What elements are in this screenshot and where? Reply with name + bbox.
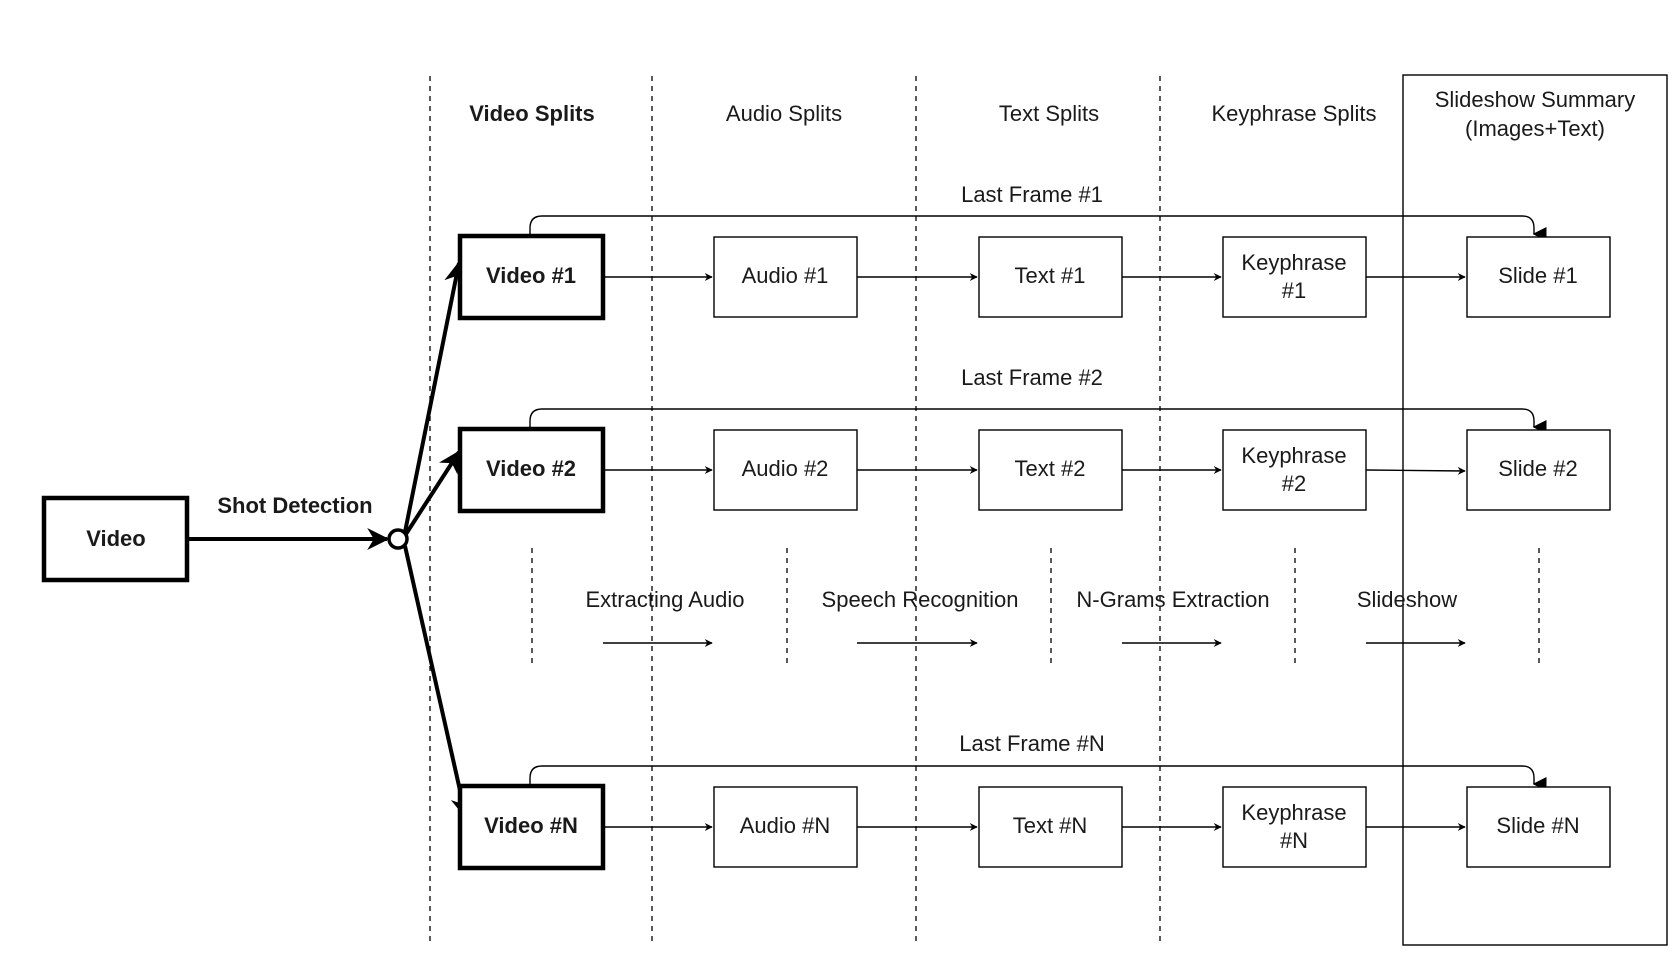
audio-split-label-row-1: Audio #1	[742, 263, 829, 288]
keyphrase-split-label-row-n: Keyphrase	[1241, 800, 1346, 825]
column-title-video-splits: Video Splits	[469, 101, 595, 126]
split-arrow-row-1	[403, 260, 466, 533]
slide-label-row-2: Slide #2	[1498, 456, 1578, 481]
keyphrase-split-label-row-2-line-2: #2	[1282, 471, 1306, 496]
audio-split-label-row-n: Audio #N	[740, 813, 831, 838]
column-title-slideshow-summary-sub: (Images+Text)	[1465, 116, 1605, 141]
last-frame-label-row-1: Last Frame #1	[961, 182, 1103, 207]
keyphrase-split-box-row-n	[1222, 786, 1367, 868]
text-split-label-row-1: Text #1	[1015, 263, 1086, 288]
video-split-box-row-2	[457, 426, 606, 514]
keyphrase-split-label-row-1: Keyphrase	[1241, 250, 1346, 275]
slide-label-row-n: Slide #N	[1496, 813, 1579, 838]
column-title-slideshow-summary: Slideshow Summary	[1435, 87, 1636, 112]
keyphrase-split-label-row-n-line-2: #N	[1280, 828, 1308, 853]
last-frame-label-row-2: Last Frame #2	[961, 365, 1103, 390]
audio-split-box-row-2	[713, 429, 858, 511]
video-split-label-row-1: Video #1	[486, 263, 576, 288]
text-split-box-row-2	[978, 429, 1123, 511]
step-label-slideshow: Slideshow	[1357, 587, 1457, 612]
text-split-label-row-n: Text #N	[1013, 813, 1088, 838]
step-label-ngrams-extraction: N-Grams Extraction	[1076, 587, 1269, 612]
last-frame-label-row-n: Last Frame #N	[959, 731, 1105, 756]
text-split-label-row-2: Text #2	[1015, 456, 1086, 481]
keyphrase-split-label-row-1-line-2: #1	[1282, 278, 1306, 303]
slideshow-summary-container	[1402, 74, 1668, 946]
slide-box-row-n	[1466, 786, 1611, 868]
video-split-box-row-n	[457, 783, 606, 871]
split-arrow-row-n	[403, 545, 473, 820]
arrow-keyphrase-slide-row-2	[1365, 466, 1466, 475]
audio-split-box-row-1	[713, 236, 858, 318]
slide-box-row-1	[1466, 236, 1611, 318]
video-split-box-row-1	[457, 233, 606, 321]
keyphrase-split-label-row-2: Keyphrase	[1241, 443, 1346, 468]
last-frame-connector-row-2	[529, 408, 1547, 434]
text-split-box-row-1	[978, 236, 1123, 318]
text-split-box-row-n	[978, 786, 1123, 868]
step-label-extracting-audio: Extracting Audio	[586, 587, 745, 612]
step-label-speech-recognition: Speech Recognition	[822, 587, 1019, 612]
split-arrow-row-2	[404, 450, 461, 536]
video-split-label-row-n: Video #N	[484, 813, 578, 838]
column-title-audio-splits: Audio Splits	[726, 101, 842, 126]
split-junction	[387, 528, 409, 550]
last-frame-connector-row-n	[529, 765, 1547, 791]
video-split-label-row-2: Video #2	[486, 456, 576, 481]
video-source-box	[41, 495, 190, 583]
keyphrase-split-box-row-2	[1222, 429, 1367, 511]
audio-split-box-row-n	[713, 786, 858, 868]
column-title-text-splits: Text Splits	[999, 101, 1099, 126]
column-title-keyphrase-splits: Keyphrase Splits	[1211, 101, 1376, 126]
last-frame-connector-row-1	[529, 215, 1547, 241]
video-source-label: Video	[86, 526, 146, 551]
shot-detection-label: Shot Detection	[217, 493, 372, 518]
slide-label-row-1: Slide #1	[1498, 263, 1578, 288]
slide-box-row-2	[1466, 429, 1611, 511]
keyphrase-split-box-row-1	[1222, 236, 1367, 318]
audio-split-label-row-2: Audio #2	[742, 456, 829, 481]
